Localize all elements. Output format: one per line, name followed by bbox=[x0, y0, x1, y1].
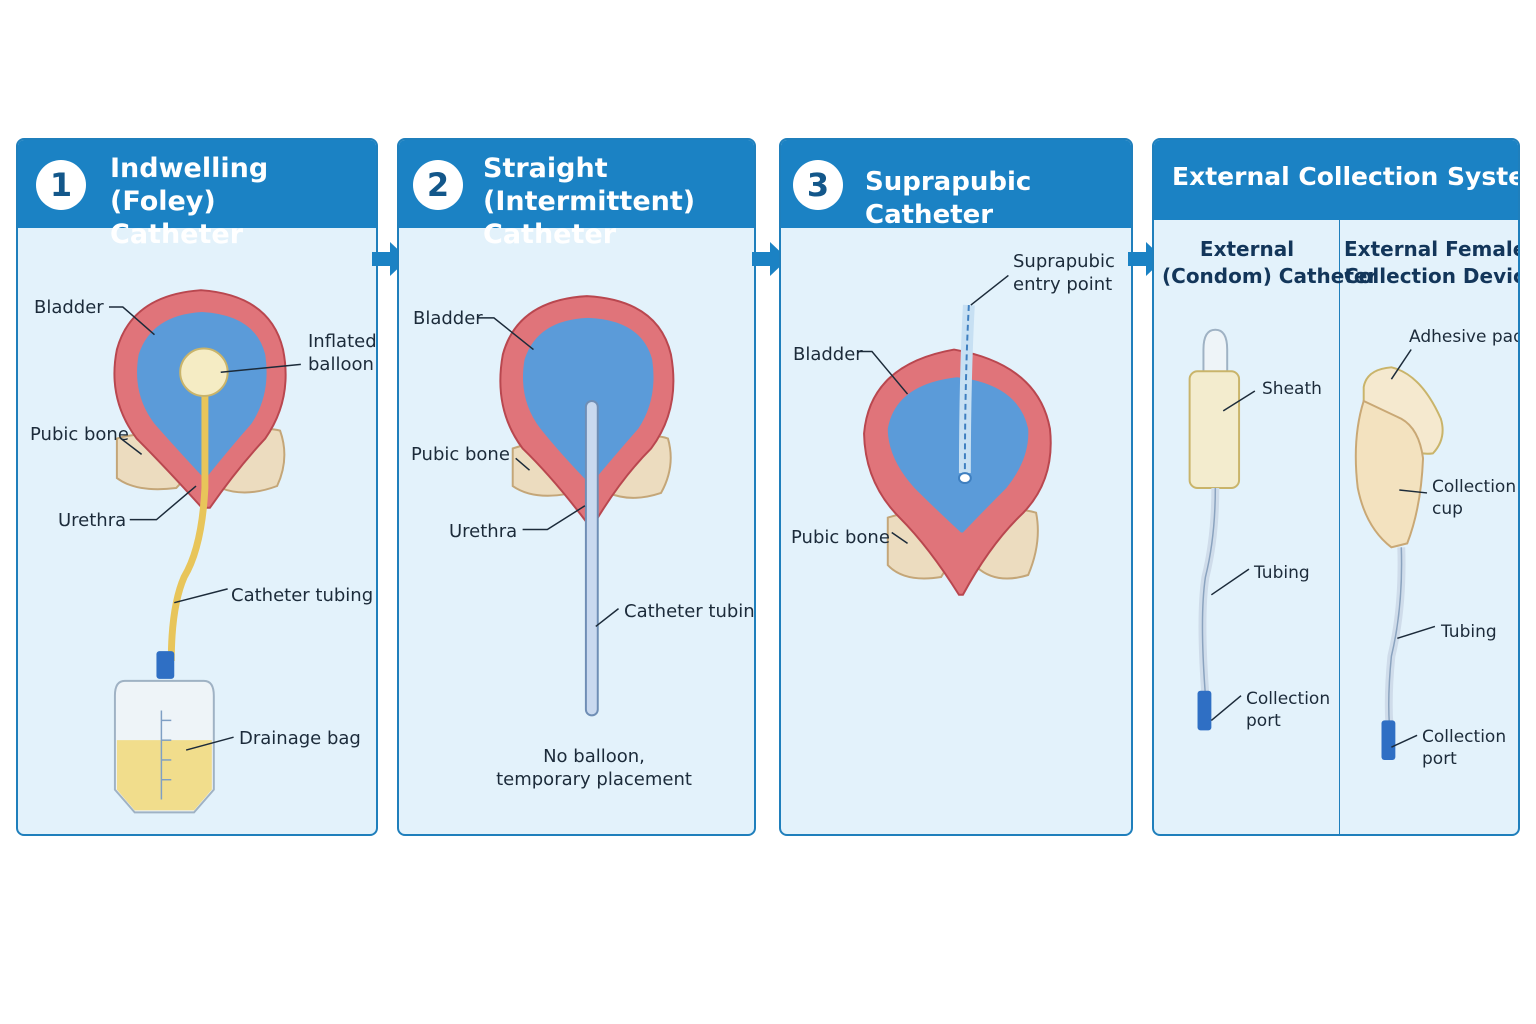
external-illustration bbox=[1188, 328, 1444, 760]
panel-title: Suprapubic Catheter bbox=[865, 167, 1032, 230]
label-male-port: Collection port bbox=[1246, 689, 1331, 731]
panel-title: Straight (Intermittent) Catheter bbox=[483, 153, 696, 250]
panel-header: 1 Indwelling (Foley) Catheter bbox=[18, 140, 376, 250]
step-number: 3 bbox=[793, 160, 843, 210]
inflated-balloon bbox=[179, 347, 229, 398]
straight-illustration bbox=[478, 295, 675, 717]
label-catheter-tubing: Catheter tubing bbox=[624, 601, 756, 622]
panel-header: 3 Suprapubic Catheter bbox=[781, 140, 1131, 230]
panel-suprapubic: 3 Suprapubic Catheter Suprapubic entry p… bbox=[779, 138, 1133, 836]
label-urethra: Urethra bbox=[58, 510, 127, 531]
step-number: 2 bbox=[413, 160, 463, 210]
divider bbox=[1339, 220, 1340, 834]
panel-title: Indwelling (Foley) Catheter bbox=[110, 153, 269, 250]
panel-straight: 2 Straight (Intermittent) Catheter Bladd… bbox=[397, 138, 756, 836]
subtitle-female-device: External Female Collection Device bbox=[1344, 237, 1520, 288]
condom-sheath bbox=[1188, 370, 1241, 489]
condom-tip bbox=[1202, 328, 1229, 381]
label-pubic-bone: Pubic bone bbox=[791, 527, 890, 548]
note-no-balloon: No balloon, temporary placement bbox=[496, 746, 692, 790]
straight-catheter bbox=[584, 399, 599, 717]
label-suprapubic-entry: Suprapubic entry point bbox=[1013, 251, 1115, 295]
panel-title: External Collection Systems bbox=[1172, 162, 1518, 191]
catheter-tip bbox=[957, 472, 972, 485]
label-collection-cup: Collection cup bbox=[1432, 477, 1517, 519]
collection-cup bbox=[1354, 399, 1425, 549]
suprapubic-illustration bbox=[858, 274, 1052, 596]
panel-external: External Collection Systems External (Co… bbox=[1152, 138, 1520, 836]
label-female-port: Collection port bbox=[1422, 727, 1507, 769]
label-pubic-bone: Pubic bone bbox=[411, 444, 510, 465]
subtitle-condom-catheter: External (Condom) Catheter bbox=[1162, 237, 1378, 288]
label-male-tubing: Tubing bbox=[1254, 563, 1310, 583]
bladder-inner bbox=[522, 317, 654, 484]
bag-connector bbox=[156, 651, 175, 679]
female-port bbox=[1381, 720, 1396, 760]
label-drainage-bag: Drainage bag bbox=[239, 728, 361, 749]
label-bladder: Bladder bbox=[413, 308, 483, 329]
panel-header: 2 Straight (Intermittent) Catheter bbox=[399, 140, 754, 250]
label-catheter-tubing: Catheter tubing bbox=[231, 585, 374, 606]
label-bladder: Bladder bbox=[793, 344, 863, 365]
bladder-inner bbox=[887, 377, 1029, 533]
step-number: 1 bbox=[36, 160, 86, 210]
bag-urine bbox=[116, 740, 212, 811]
panel-header: External Collection Systems bbox=[1154, 140, 1518, 220]
label-inflated-balloon: Inflated balloon bbox=[308, 331, 377, 375]
label-sheath: Sheath bbox=[1262, 379, 1322, 399]
label-bladder: Bladder bbox=[34, 297, 104, 318]
label-urethra: Urethra bbox=[449, 521, 518, 542]
label-female-tubing: Tubing bbox=[1441, 622, 1497, 642]
foley-tubing bbox=[167, 394, 209, 662]
label-adhesive-pad: Adhesive pad bbox=[1409, 327, 1520, 347]
panel-foley: 1 Indwelling (Foley) Catheter Bl bbox=[16, 138, 378, 836]
label-pubic-bone: Pubic bone bbox=[30, 424, 129, 445]
foley-illustration bbox=[108, 289, 301, 814]
male-port bbox=[1197, 690, 1212, 731]
